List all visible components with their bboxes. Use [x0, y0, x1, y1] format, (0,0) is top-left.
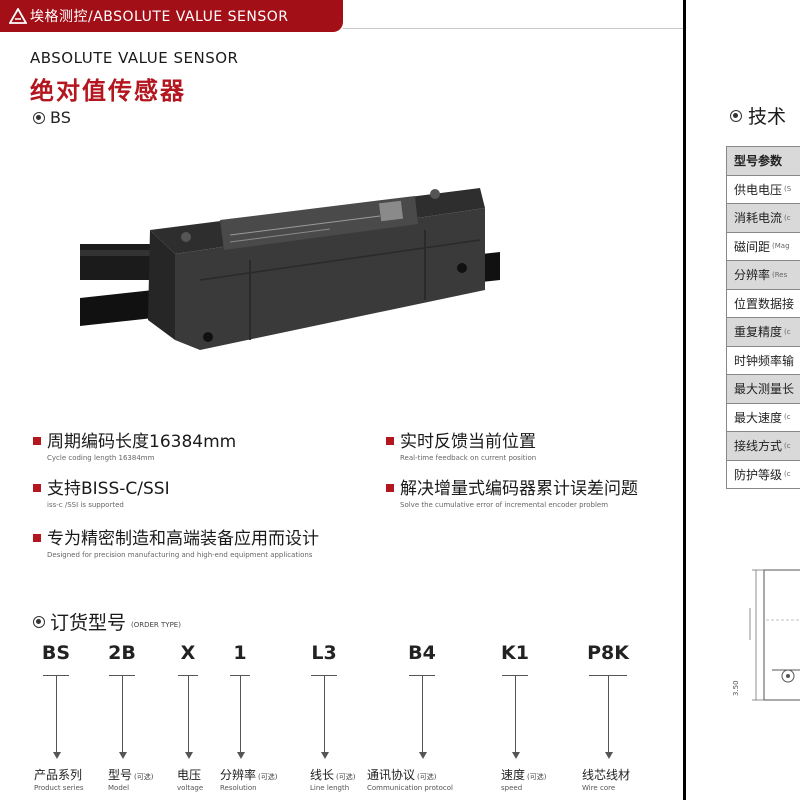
table-row: 供电电压(S [726, 175, 800, 204]
table-row: 时钟频率输 [726, 346, 800, 375]
feature-item-4: 解决增量式编码器累计误差问题 Solve the cumulative erro… [386, 479, 656, 510]
order-code-diagram: BS 产品系列 Product series 2B 型号(可选) Model X… [34, 642, 631, 792]
arrow-down-icon [118, 752, 127, 759]
dimension-label: 3.50 [732, 680, 740, 696]
header-brand: 埃格测控/ABSOLUTE VALUE SENSOR [30, 9, 289, 25]
table-row: 磁间距(Mag [726, 232, 800, 261]
arrow-down-icon [511, 752, 520, 759]
red-square-icon [386, 437, 394, 445]
product-image [80, 188, 500, 350]
arrow-down-icon [184, 752, 193, 759]
table-row: 消耗电流(c [726, 204, 800, 233]
arrow-down-icon [418, 752, 427, 759]
red-square-icon [386, 484, 394, 492]
feature-item-5: 专为精密制造和高端装备应用而设计 Designed for precision … [33, 529, 319, 560]
header-divider [343, 28, 683, 29]
order-type-title: 订货型号 (ORDER TYPE) [33, 608, 181, 635]
arrow-down-icon [320, 752, 329, 759]
red-square-icon [33, 484, 41, 492]
page-title-cn: 绝对值传感器 [30, 77, 186, 105]
table-row: 最大测量长 [726, 375, 800, 404]
tech-specs-title: 技术 [730, 102, 786, 129]
model-code-text: BS [50, 108, 71, 127]
arrow-down-icon [52, 752, 61, 759]
feature-item-3: 支持BISS-C/SSI iss-c /SSI is supported [33, 479, 170, 510]
spec-table: 型号参数 供电电压(S 消耗电流(c 磁间距(Mag 分辨率(Res 位置数据接… [726, 146, 800, 489]
table-row: 最大速度(c [726, 403, 800, 432]
red-square-icon [33, 534, 41, 542]
feature-item-1: 周期编码长度16384mm Cycle coding length 16384m… [33, 432, 236, 463]
table-row: 接线方式(c [726, 432, 800, 461]
page-divider [683, 0, 686, 800]
arrow-down-icon [604, 752, 613, 759]
ring-bullet-icon [33, 615, 45, 628]
ring-bullet-icon [730, 109, 742, 122]
feature-item-2: 实时反馈当前位置 Real-time feedback on current p… [386, 432, 536, 463]
table-row: 型号参数 [726, 147, 800, 176]
model-code: BS [33, 108, 71, 127]
dimension-drawing: 3.50 [732, 569, 800, 701]
ring-bullet-icon [33, 111, 45, 124]
page-title-en: ABSOLUTE VALUE SENSOR [30, 49, 239, 67]
arrow-down-icon [236, 752, 245, 759]
table-row: 位置数据接 [726, 289, 800, 318]
table-row: 重复精度(c [726, 318, 800, 347]
table-row: 分辨率(Res [726, 261, 800, 290]
table-row: 防护等级(c [726, 460, 800, 489]
triangle-logo-icon [9, 8, 27, 24]
header-tab: 埃格测控/ABSOLUTE VALUE SENSOR [0, 0, 343, 32]
tech-specs-panel: 技术 型号参数 供电电压(S 消耗电流(c 磁间距(Mag 分辨率(Res 位置… [686, 0, 800, 800]
red-square-icon [33, 437, 41, 445]
